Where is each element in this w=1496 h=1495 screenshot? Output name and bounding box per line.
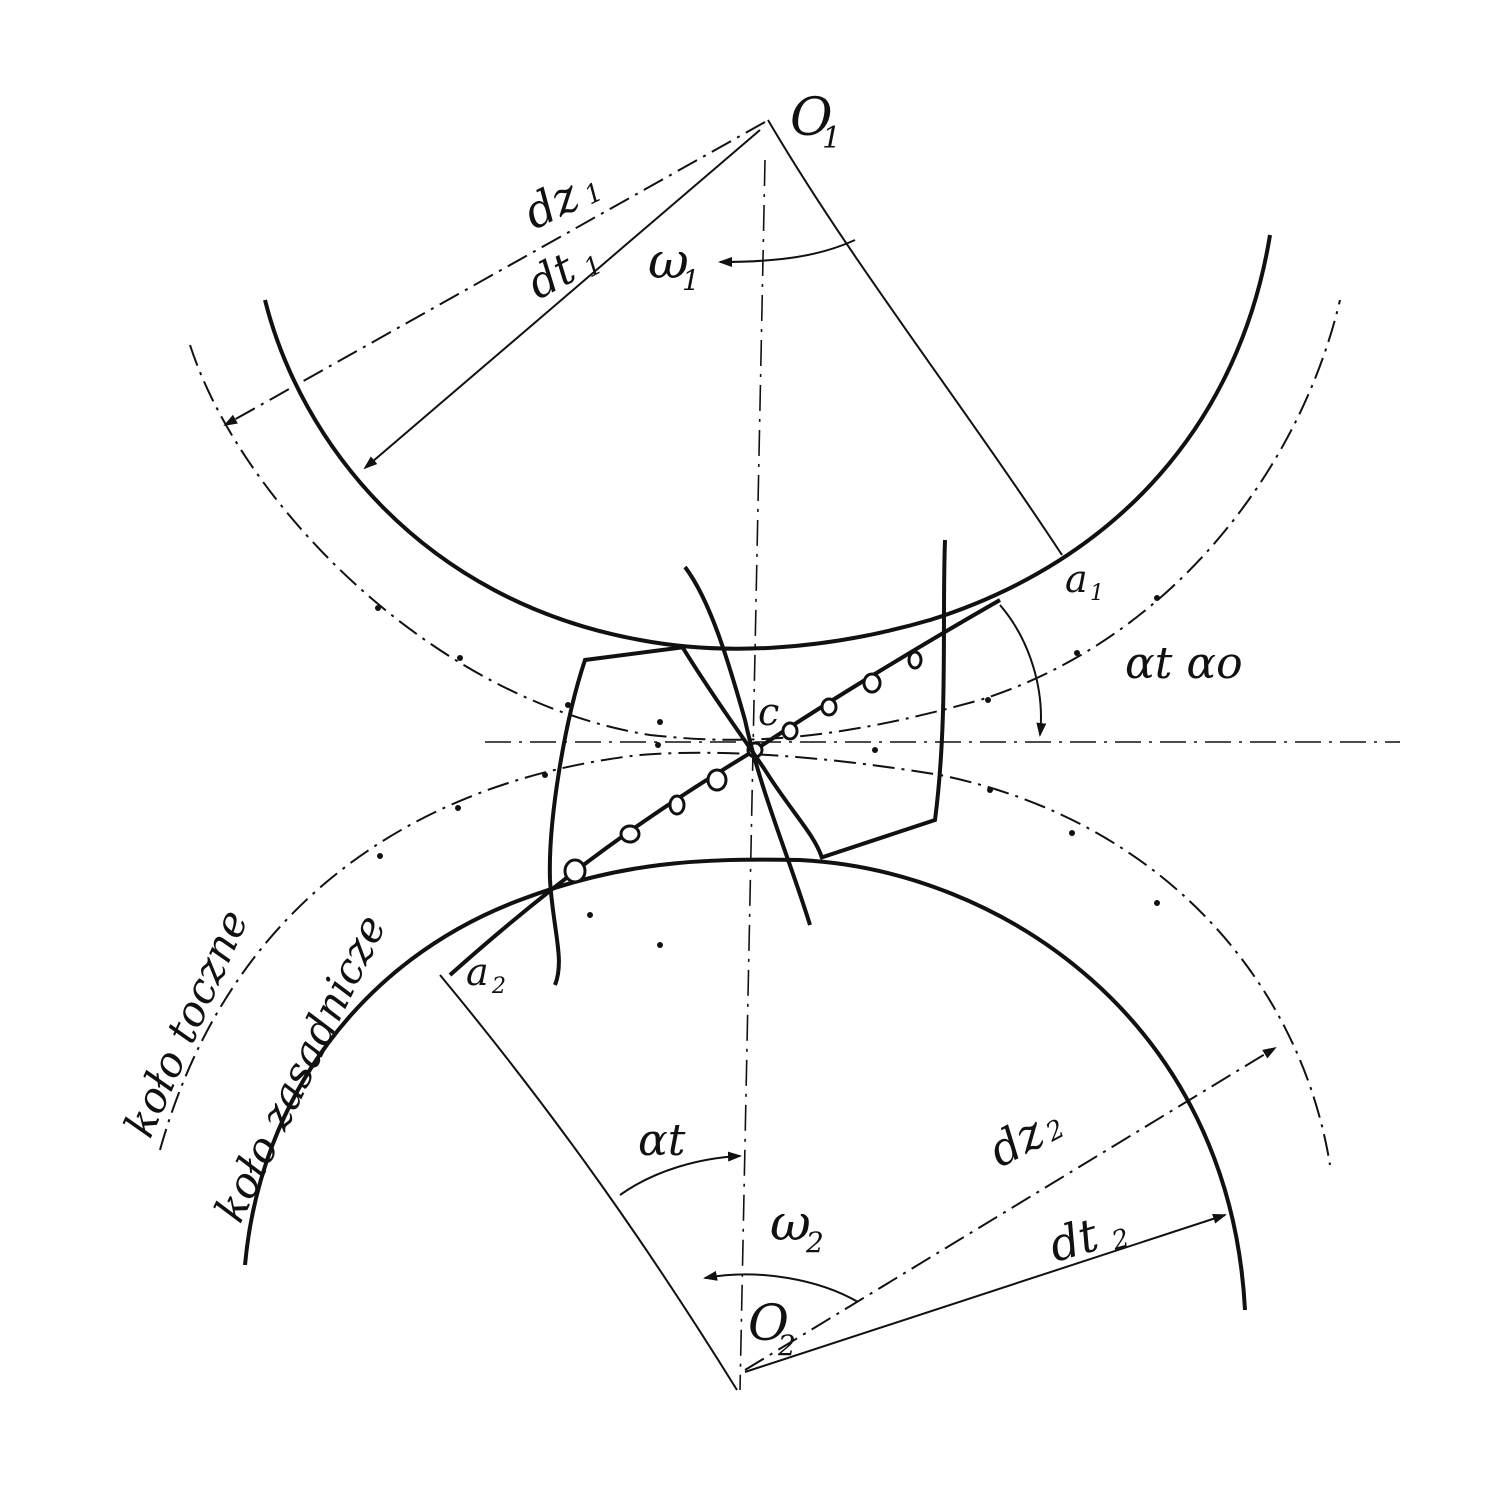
o2-to-a2-line [439,974,738,1391]
omega1-arrow [718,239,856,267]
label-o1: O [790,88,833,148]
tooth-profile-left-flank [683,565,812,926]
label-alpha-t-alpha-0: αt αo [1125,638,1243,689]
label-a1: a [1065,557,1088,601]
label-omega2-sub: 2 [805,1226,824,1259]
gear1-base-circle [263,234,1272,651]
gear2-pitch-circle [159,751,1331,1166]
label-a2-sub: 2 [491,974,506,999]
label-omega2: ω [770,1194,811,1252]
label-dt2: dt [1043,1207,1104,1272]
contact-points [563,650,923,884]
radius-dt1 [363,129,761,470]
radius-dt2 [744,1213,1227,1373]
label-dz1-sub: 1 [580,177,608,211]
radius-dz2 [744,1046,1277,1371]
alpha-t-arc [619,1151,742,1196]
tooth-profile-right [819,539,947,860]
pitch-dots [375,595,1160,948]
label-kolo-toczne: koło toczne [114,902,257,1144]
label-dt1-sub: 1 [579,250,608,284]
label-omega1-sub: 1 [682,264,700,297]
tooth-profile-left [547,645,686,986]
o1-to-a1-line [767,119,1063,556]
label-dz1: dz [515,167,588,239]
alpha-t-alpha-0-arc [999,604,1047,737]
label-alpha-t: αt [638,1115,686,1166]
tooth-profile-right-flank [681,646,824,859]
omega2-arrow [703,1270,859,1303]
label-point-c: c [758,690,779,734]
label-dz2: dz [980,1104,1053,1177]
label-o2-sub: 2 [777,1329,796,1362]
radius-dz1 [223,121,766,426]
label-a1-sub: 1 [1090,581,1104,606]
label-dt1: dt [519,243,584,310]
label-omega1: ω [648,232,689,290]
label-o1-sub: 1 [822,121,841,156]
label-a2: a [466,950,489,994]
label-o2: O [748,1294,789,1352]
vertical-center-line [739,159,766,1391]
gear2-base-circle [243,857,1247,1311]
